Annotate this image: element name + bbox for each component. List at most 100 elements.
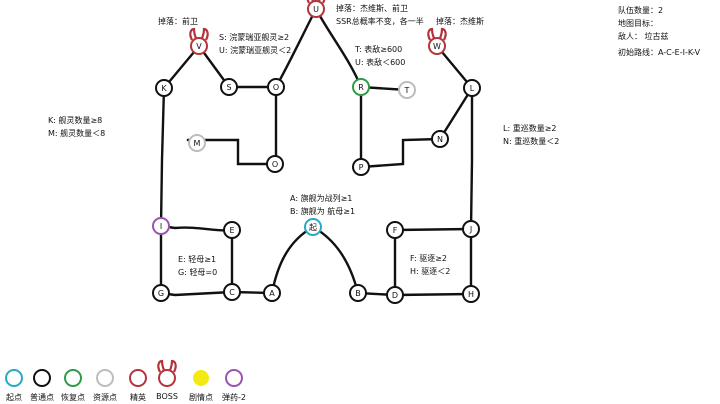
legend-label-ammo: 弹药-2 <box>222 393 246 402</box>
node-c: C <box>223 283 241 301</box>
normal-node-circle <box>462 285 480 303</box>
node-n: N <box>431 130 449 148</box>
v-drop-text: 掉落：前卫 <box>158 17 198 26</box>
node-label: S <box>226 83 231 92</box>
ln-condition-1: L: 重巡数量≥2 <box>503 124 557 133</box>
node-e: E <box>223 221 241 239</box>
node-start: 起 <box>304 218 322 236</box>
route-edge <box>270 225 315 295</box>
node-a: A <box>263 284 281 302</box>
normal-node-circle <box>462 220 480 238</box>
legend-label-resource: 资源点 <box>93 393 117 402</box>
node-label: O <box>273 83 279 92</box>
node-label: U <box>313 5 319 14</box>
tu-condition-2: U: 表敌＜600 <box>355 58 406 67</box>
boss-node-circle <box>190 37 208 55</box>
resource-node-circle <box>188 134 206 152</box>
route-edge <box>359 137 442 169</box>
legend-start-icon <box>5 369 23 387</box>
route-edge <box>186 138 278 166</box>
su-condition-1: S: 浣蒙瑞亚舰灵≥2 <box>219 33 290 42</box>
event-node-circle <box>193 370 209 386</box>
route-edge <box>393 292 473 297</box>
node-label: B <box>355 289 361 298</box>
normal-node-circle <box>386 221 404 239</box>
node-b: B <box>349 284 367 302</box>
route-edge <box>159 224 234 232</box>
normal-node-circle <box>33 369 51 387</box>
node-m: M <box>188 134 206 152</box>
enemy: 敌人： 垃古兹 <box>618 32 669 41</box>
legend-resource-icon <box>96 369 114 387</box>
legend-ammo-icon <box>225 369 243 387</box>
route-edge <box>435 44 474 90</box>
normal-node-circle <box>263 284 281 302</box>
node-d: D <box>386 286 404 304</box>
node-i: I <box>152 217 170 235</box>
legend-label-elite: 精英 <box>130 393 146 402</box>
legend-label-repair: 恢复点 <box>61 393 85 402</box>
normal-node-circle <box>266 155 284 173</box>
ab-condition-2: B: 旗舰为 航母≥1 <box>290 207 356 216</box>
node-o: O <box>267 78 285 96</box>
node-label: P <box>359 163 364 172</box>
node-f: F <box>386 221 404 239</box>
repair-node-circle <box>64 369 82 387</box>
normal-node-circle <box>267 78 285 96</box>
node-label: I <box>160 222 162 231</box>
node-p: P <box>352 158 370 176</box>
normal-node-circle <box>223 283 241 301</box>
route-edge <box>162 44 201 90</box>
legend-label-boss: BOSS <box>156 392 178 401</box>
ammo-node-circle <box>225 369 243 387</box>
repair-node-circle <box>352 78 370 96</box>
normal-node-circle <box>155 79 173 97</box>
start-node-circle <box>304 218 322 236</box>
node-label: H <box>468 290 474 299</box>
boss-node-circle <box>428 37 446 55</box>
node-v: V <box>189 27 209 55</box>
node-label: O <box>272 160 278 169</box>
node-t: T <box>398 81 416 99</box>
legend-repair-icon <box>64 369 82 387</box>
tu-condition-1: T: 表敌≥600 <box>355 45 403 54</box>
node-o2: O <box>266 155 284 173</box>
initial-route: 初始路线：A-C-E-I-K-V <box>618 48 701 57</box>
node-label: E <box>229 226 234 235</box>
normal-node-circle <box>220 78 238 96</box>
route-edge <box>159 86 166 228</box>
normal-node-circle <box>431 130 449 148</box>
map-goal: 地图目标： <box>618 19 658 28</box>
legend-label-event: 剧情点 <box>189 393 213 402</box>
km-condition-2: M: 舰灵数量＜8 <box>48 129 106 138</box>
start-node-circle <box>5 369 23 387</box>
node-label: T <box>404 86 410 95</box>
node-label: R <box>358 83 364 92</box>
resource-node-circle <box>398 81 416 99</box>
boss-node-circle <box>158 369 176 387</box>
node-label: M <box>194 139 201 148</box>
eg-condition-2: G: 轻母=0 <box>178 268 218 277</box>
legend-boss-icon <box>157 359 177 387</box>
node-label: 起 <box>309 223 317 232</box>
boss-node-circle <box>307 0 325 18</box>
node-label: L <box>470 84 475 93</box>
node-label: F <box>393 226 398 235</box>
route-edge <box>311 225 360 295</box>
u-drop-note: SSR总概率不变，各一半 <box>336 17 424 26</box>
normal-node-circle <box>152 284 170 302</box>
node-j: J <box>462 220 480 238</box>
legend-label-start: 起点 <box>6 393 22 402</box>
elite-node-circle <box>129 369 147 387</box>
route-edge <box>159 290 234 297</box>
route-edge <box>438 86 474 141</box>
legend-label-normal: 普通点 <box>30 393 54 402</box>
legend-normal-icon <box>33 369 51 387</box>
fh-condition-2: H: 驱逐＜2 <box>410 267 451 276</box>
legend-elite-icon <box>129 369 147 387</box>
normal-node-circle <box>352 158 370 176</box>
node-label: W <box>433 42 441 51</box>
normal-node-circle <box>386 286 404 304</box>
